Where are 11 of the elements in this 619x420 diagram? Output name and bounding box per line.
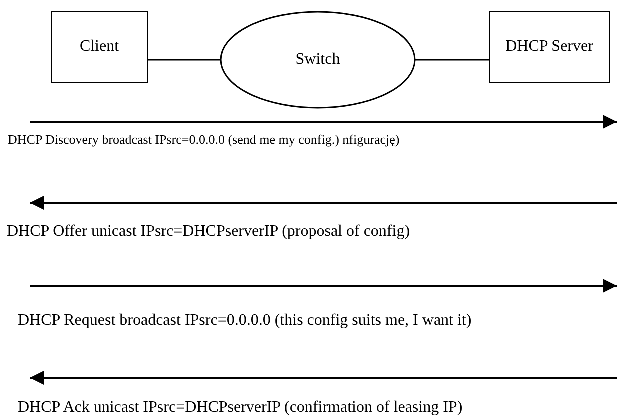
connector-line (415, 59, 489, 61)
device-box (489, 11, 610, 83)
message-label: DHCP Request broadcast IPsrc=0.0.0.0 (this config suits me, I want it) (18, 311, 473, 331)
message-label: DHCP Offer unicast IPsrc=DHCPserverIP (proposal of config) (7, 222, 412, 242)
node-label: Switch (296, 51, 340, 69)
message-label: DHCP Discovery broadcast IPsrc=0.0.0.0 (send me my config.) nfigurację) (8, 131, 401, 149)
node-label: DHCP Server (506, 38, 594, 56)
message-label: DHCP Ack unicast IPsrc=DHCPserverIP (confirmation of leasing IP) (18, 398, 464, 418)
device-box (51, 11, 148, 83)
connector-line (148, 59, 221, 61)
node-label: Client (80, 38, 120, 56)
